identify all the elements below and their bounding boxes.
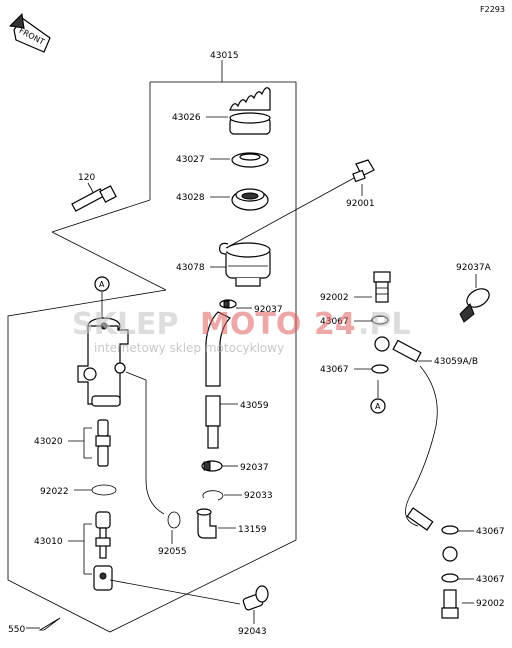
- callout-43078: 43078: [176, 263, 205, 273]
- hose-clamp-92037a: [459, 288, 490, 323]
- callout-120: 120: [78, 173, 95, 183]
- svg-text:MOTO: MOTO: [200, 307, 301, 342]
- washer-43067-2: [371, 364, 389, 374]
- watermark-logo: SKLEP MOTO 24 .PL internetowy sklep moto…: [72, 307, 411, 355]
- bolt-120: [71, 185, 117, 212]
- reservoir-hose: [205, 311, 232, 449]
- callout-43028: 43028: [176, 193, 205, 203]
- bolt-92001: [225, 159, 375, 249]
- callout-43020: 43020: [34, 437, 63, 447]
- push-rod: [93, 511, 113, 591]
- callout-43027: 43027: [176, 155, 205, 165]
- svg-text:SKLEP: SKLEP: [72, 307, 178, 342]
- callout-92001: 92001: [346, 199, 375, 209]
- washer-43067-4: [441, 573, 459, 583]
- reservoir-cap: [229, 87, 271, 135]
- piston-assembly: [95, 419, 111, 467]
- callout-92033: 92033: [244, 491, 273, 501]
- callout-92002-top: 92002: [320, 293, 349, 303]
- svg-text:A: A: [375, 402, 381, 411]
- callout-92037-top: 92037: [254, 305, 283, 315]
- callout-92037-b: 92037: [240, 463, 269, 473]
- callout-43067-3: 43067: [476, 527, 505, 537]
- reservoir: [219, 242, 271, 287]
- washer-43067-1: [371, 315, 389, 325]
- callout-43067-2: 43067: [320, 365, 349, 375]
- callout-92043: 92043: [238, 627, 267, 637]
- svg-text:.PL: .PL: [358, 307, 411, 342]
- callout-43026: 43026: [172, 113, 201, 123]
- reference-a-cylinder: A: [94, 276, 110, 318]
- callout-92002-bottom: 92002: [476, 599, 505, 609]
- circlip-92022: [91, 484, 117, 496]
- washer-43067-3: [441, 525, 459, 535]
- brake-hose: [374, 336, 458, 562]
- callout-92037a: 92037A: [456, 263, 492, 273]
- banjo-bolt-top: [373, 271, 391, 303]
- callout-43059ab: 43059A/B: [434, 357, 478, 367]
- front-arrow-icon: FRONT: [8, 12, 51, 53]
- reference-a-hose: A: [370, 380, 386, 414]
- diaphragm-plate: [231, 152, 269, 168]
- callout-13159: 13159: [238, 525, 267, 535]
- callout-92055: 92055: [158, 547, 187, 557]
- circlip: [202, 490, 224, 501]
- diagram-code: F2293: [480, 5, 505, 14]
- diaphragm: [231, 188, 269, 211]
- callout-43010: 43010: [34, 537, 63, 547]
- svg-text:A: A: [99, 280, 105, 289]
- callout-43015: 43015: [210, 51, 239, 61]
- assembly-outline: [7, 60, 297, 633]
- hose-clamp-lower: [201, 460, 223, 472]
- clevis-pin: [109, 579, 269, 611]
- svg-text:internetowy sklep motocyklowy: internetowy sklep motocyklowy: [94, 341, 284, 355]
- master-cylinder-body: [77, 317, 165, 515]
- hose-clamp-top: [219, 299, 237, 309]
- banjo-bolt-bottom: [441, 589, 459, 619]
- cotter-pin: [38, 617, 61, 631]
- elbow-fitting: [196, 508, 217, 539]
- svg-text:24: 24: [314, 307, 356, 342]
- o-ring: [167, 511, 181, 529]
- callout-43059: 43059: [240, 401, 269, 411]
- callout-43067-4: 43067: [476, 575, 505, 585]
- callout-92022: 92022: [40, 487, 69, 497]
- callout-550: 550: [8, 625, 25, 635]
- callout-43067-1: 43067: [320, 317, 349, 327]
